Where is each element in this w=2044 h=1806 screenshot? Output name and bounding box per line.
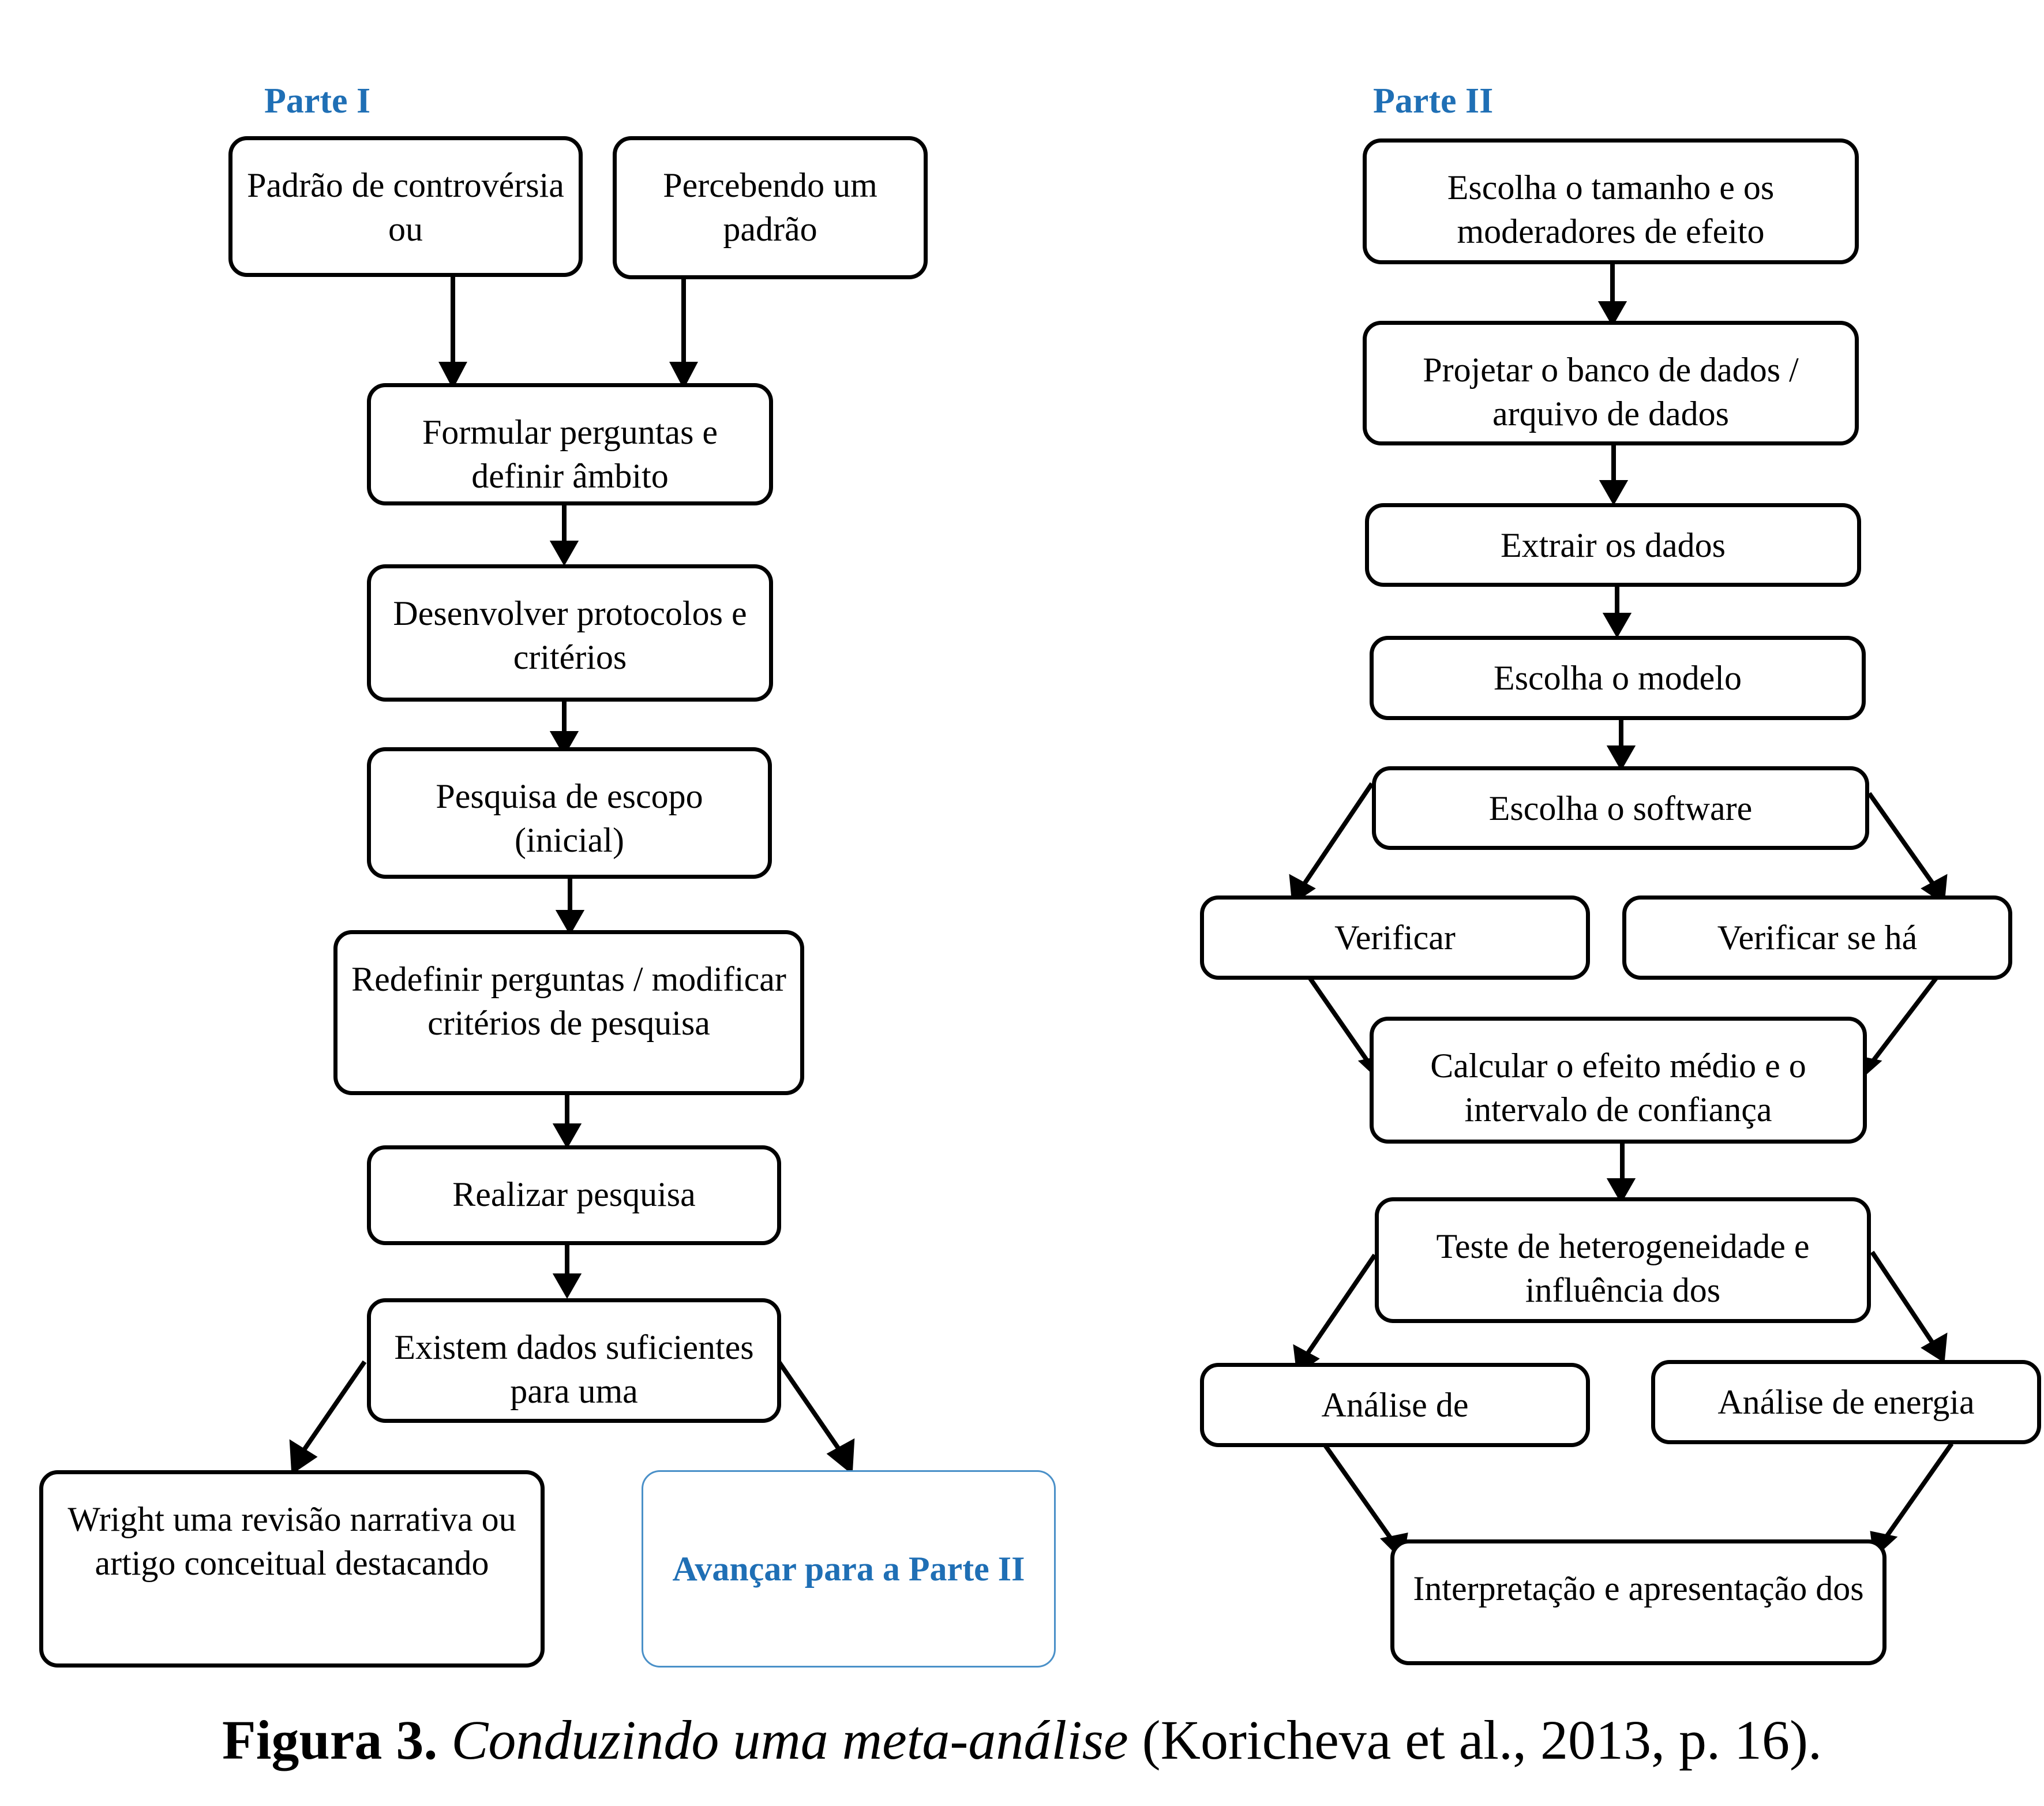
box-controversy: Padrão de controvérsia ou bbox=[228, 136, 583, 277]
arrow-verifyif-meaneffect bbox=[1866, 973, 1941, 1069]
arrowhead bbox=[669, 362, 698, 389]
arrowhead bbox=[1602, 613, 1632, 639]
box-advance-part-2-text: Avançar para a Parte II bbox=[672, 1550, 1025, 1588]
part-2-label: Parte II bbox=[1373, 81, 1494, 121]
box-enough-data: Existem dados suficientes para uma bbox=[367, 1298, 781, 1423]
arrow-power-interpretation bbox=[1881, 1442, 1954, 1542]
box-interpretation: Interpretação e apresentação dos bbox=[1390, 1539, 1887, 1665]
box-mean-effect: Calcular o efeito médio e o intervalo de… bbox=[1370, 1017, 1867, 1144]
box-verify-if-text: Verificar se há bbox=[1717, 919, 1918, 957]
box-formulate: Formular perguntas e definir âmbito bbox=[367, 383, 773, 505]
arrowhead bbox=[1921, 1332, 1948, 1363]
box-verify: Verificar bbox=[1200, 895, 1590, 980]
arrow-heterogeneity-power bbox=[1870, 1250, 1938, 1349]
caption-source: (Koricheva et al., 2013, p. 16). bbox=[1142, 1709, 1822, 1771]
box-database: Projetar o banco de dados / arquivo de d… bbox=[1363, 321, 1859, 445]
box-narrative: Wright uma revisão narrativa ou artigo c… bbox=[39, 1470, 545, 1668]
box-power-analysis-text: Análise de energia bbox=[1717, 1383, 1975, 1421]
arrowhead bbox=[552, 1273, 582, 1299]
box-extract: Extrair os dados bbox=[1365, 503, 1861, 587]
figure-caption: Figura 3. Conduzindo uma meta-análise (K… bbox=[0, 1708, 2044, 1772]
box-search: Realizar pesquisa bbox=[367, 1145, 781, 1245]
box-controversy-text: Padrão de controvérsia ou bbox=[247, 166, 564, 248]
box-model-text: Escolha o modelo bbox=[1494, 659, 1742, 697]
arrowhead bbox=[1599, 480, 1629, 506]
arrowhead bbox=[289, 1439, 318, 1475]
box-software: Escolha o software bbox=[1372, 766, 1869, 850]
box-analysis: Análise de bbox=[1200, 1363, 1590, 1447]
arrow-software-verifyif bbox=[1867, 792, 1938, 889]
box-power-analysis: Análise de energia bbox=[1651, 1360, 2041, 1444]
arrowhead bbox=[549, 541, 579, 567]
arrow-software-verify bbox=[1300, 782, 1374, 888]
box-effect-size-text: Escolha o tamanho e os moderadores de ef… bbox=[1447, 168, 1775, 250]
box-interpretation-text: Interpretação e apresentação dos bbox=[1413, 1569, 1864, 1608]
box-narrative-text: Wright uma revisão narrativa ou artigo c… bbox=[67, 1500, 516, 1582]
box-verify-if: Verificar se há bbox=[1622, 895, 2012, 980]
box-redefine-text: Redefinir perguntas / modificar critério… bbox=[351, 960, 786, 1042]
box-enough-data-text: Existem dados suficientes para uma bbox=[394, 1328, 754, 1410]
arrow-heterogeneity-analysis bbox=[1304, 1253, 1377, 1357]
box-heterogeneity-text: Teste de heterogeneidade e influência do… bbox=[1436, 1227, 1810, 1309]
arrowhead bbox=[438, 362, 467, 389]
arrowhead bbox=[1606, 745, 1636, 771]
part-1-label: Parte I bbox=[264, 81, 371, 121]
box-scoping: Pesquisa de escopo (inicial) bbox=[367, 747, 772, 879]
box-extract-text: Extrair os dados bbox=[1501, 526, 1726, 564]
arrow-enough-advance bbox=[777, 1360, 845, 1456]
box-redefine: Redefinir perguntas / modificar critério… bbox=[333, 930, 804, 1095]
arrow-enough-narrative bbox=[299, 1360, 367, 1456]
arrow-analysis-interpretation bbox=[1323, 1444, 1397, 1545]
box-heterogeneity: Teste de heterogeneidade e influência do… bbox=[1375, 1197, 1871, 1323]
caption-title: Conduzindo uma meta-análise bbox=[451, 1709, 1128, 1771]
box-advance-part-2: Avançar para a Parte II bbox=[642, 1470, 1056, 1668]
arrowhead bbox=[1597, 301, 1627, 327]
box-search-text: Realizar pesquisa bbox=[452, 1175, 696, 1213]
box-noticing: Percebendo um padrão bbox=[613, 136, 928, 279]
box-protocols-text: Desenvolver protocolos e critérios bbox=[393, 594, 747, 676]
box-formulate-text: Formular perguntas e definir âmbito bbox=[422, 413, 718, 495]
box-analysis-text: Análise de bbox=[1321, 1386, 1469, 1424]
box-effect-size: Escolha o tamanho e os moderadores de ef… bbox=[1363, 138, 1859, 264]
arrowhead bbox=[555, 910, 585, 936]
box-database-text: Projetar o banco de dados / arquivo de d… bbox=[1423, 351, 1799, 433]
box-noticing-text: Percebendo um padrão bbox=[663, 166, 877, 248]
caption-label: Figura 3. bbox=[222, 1709, 438, 1771]
box-protocols: Desenvolver protocolos e critérios bbox=[367, 564, 773, 702]
arrowhead bbox=[826, 1438, 855, 1475]
arrow-verify-meaneffect bbox=[1302, 968, 1374, 1069]
box-model: Escolha o modelo bbox=[1370, 636, 1866, 720]
arrowhead bbox=[552, 1123, 582, 1149]
box-mean-effect-text: Calcular o efeito médio e o intervalo de… bbox=[1430, 1047, 1806, 1129]
box-verify-text: Verificar bbox=[1334, 919, 1456, 957]
box-scoping-text: Pesquisa de escopo (inicial) bbox=[436, 777, 703, 859]
box-software-text: Escolha o software bbox=[1488, 789, 1753, 827]
